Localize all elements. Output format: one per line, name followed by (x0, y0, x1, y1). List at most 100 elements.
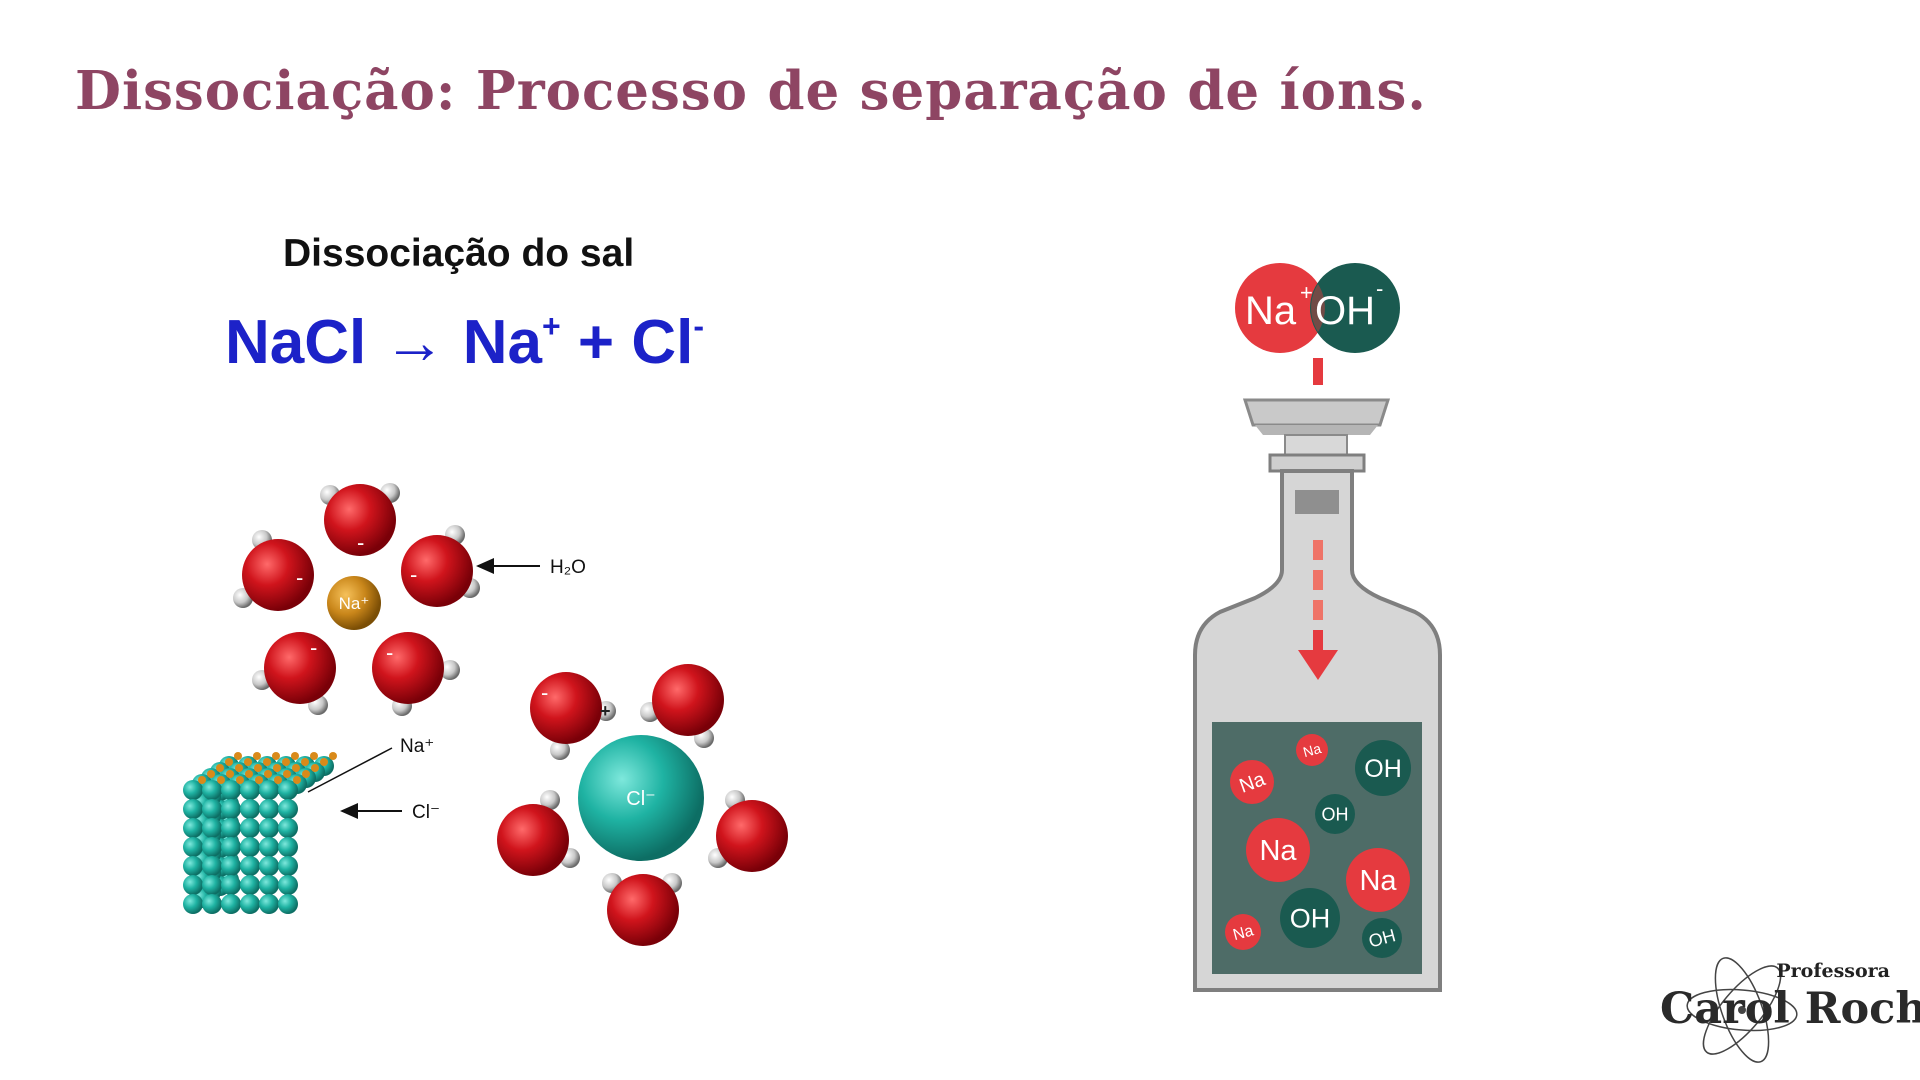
lattice-chloride (202, 856, 222, 876)
lattice-chloride (221, 799, 241, 819)
lattice-chloride (221, 837, 241, 857)
svg-text:+: + (600, 701, 611, 721)
lattice-chloride (240, 780, 260, 800)
lattice-chloride (278, 894, 298, 914)
dissociation-equation: NaCl → Na+ + Cl- (225, 307, 704, 378)
lattice-chloride (278, 856, 298, 876)
lattice-chloride (183, 780, 203, 800)
water-molecule (497, 790, 580, 876)
hydroxide-ion-text: OH (1322, 804, 1349, 824)
lattice-sodium (311, 764, 319, 772)
lattice-chloride (221, 780, 241, 800)
water-label: H₂O (550, 557, 586, 578)
top-na-charge: + (1300, 280, 1313, 305)
lattice-chloride (259, 837, 279, 857)
equation-plus: + (577, 308, 615, 377)
lattice-sodium (225, 758, 233, 766)
svg-text:-: - (541, 680, 548, 705)
lattice-chloride (202, 780, 222, 800)
sodium-ion-bubble (1296, 734, 1328, 766)
hydroxide-ion-text: OH (1290, 904, 1331, 934)
hydroxide-ion-bubble (1315, 794, 1355, 834)
lattice-sodium (255, 776, 263, 784)
chloride-hydration-shell: - + Cl⁻ (497, 664, 788, 946)
lattice-chloride (183, 894, 203, 914)
drop-arrow-shaft (1313, 630, 1323, 652)
sodium-ion-text: Na (1359, 865, 1397, 897)
crystal-na-pointer (307, 747, 393, 793)
water-molecule (602, 873, 682, 946)
water-molecule: - (252, 632, 336, 715)
sodium-ion-text: Na (1259, 835, 1297, 867)
lattice-chloride (240, 856, 260, 876)
lattice-chloride (259, 894, 279, 914)
top-oh-circle (1310, 263, 1400, 353)
lattice-sodium (273, 764, 281, 772)
lattice-chloride (202, 818, 222, 838)
svg-text:-: - (410, 562, 417, 587)
top-oh-label: OH (1315, 289, 1375, 333)
lattice-chloride (278, 780, 298, 800)
equation-reactant: NaCl (225, 308, 367, 377)
equation-arrow: → (383, 308, 446, 377)
slide-title: Dissociação: Processo de separação de ío… (75, 60, 1427, 122)
equation-product-chloride: Cl (631, 308, 694, 377)
lattice-sodium (310, 752, 318, 760)
equation-sodium-charge: + (542, 308, 561, 344)
lattice-sodium (293, 776, 301, 784)
lattice-chloride (221, 875, 241, 895)
lattice-chloride (221, 856, 241, 876)
hydroxide-ion-bubble (1362, 918, 1402, 958)
sodium-hydration-shell: - - - - - Na⁺ (233, 483, 480, 716)
brand-prefix: Professora (1776, 960, 1890, 982)
lattice-sodium (245, 770, 253, 778)
water-molecule: - (401, 525, 480, 607)
lattice-chloride (183, 799, 203, 819)
lattice-chloride (278, 837, 298, 857)
lattice-sodium (263, 758, 271, 766)
lattice-sodium (235, 764, 243, 772)
lattice-chloride (202, 837, 222, 857)
lattice-chloride (259, 856, 279, 876)
lattice-sodium (244, 758, 252, 766)
lattice-sodium (282, 758, 290, 766)
drop-arrow-head (1298, 650, 1338, 680)
sodium-ion-bubble (1230, 760, 1274, 804)
top-overlap (1311, 284, 1325, 332)
sodium-ion-bubble (1225, 914, 1261, 950)
lattice-sodium (207, 770, 215, 778)
lattice-sodium (226, 770, 234, 778)
svg-text:-: - (296, 565, 303, 590)
chloride-ion-label: Cl⁻ (626, 788, 655, 810)
sodium-ion-bubble (1246, 818, 1310, 882)
equation-product-sodium: Na (462, 308, 542, 377)
lattice-sodium (216, 764, 224, 772)
lattice-sodium (198, 776, 206, 784)
chloride-ion (578, 735, 704, 861)
sodium-ion-bubble (1346, 848, 1410, 912)
lattice-sodium (272, 752, 280, 760)
sodium-ion-text: Na (1231, 922, 1255, 944)
lattice-chloride (259, 818, 279, 838)
lattice-chloride (240, 894, 260, 914)
brand-name: Carol Rocha (1660, 984, 1920, 1034)
water-molecule: - (233, 530, 314, 611)
lattice-chloride (259, 780, 279, 800)
lattice-sodium (264, 770, 272, 778)
brand-logo: Professora Carol Rocha (1660, 950, 1920, 1070)
lattice-sodium (254, 764, 262, 772)
svg-text:-: - (310, 635, 317, 660)
lattice-chloride (259, 875, 279, 895)
lattice-sodium (236, 776, 244, 784)
water-molecule: - (372, 632, 460, 716)
lattice-chloride (240, 818, 260, 838)
nacl-crystal (183, 752, 337, 914)
lattice-sodium (301, 758, 309, 766)
bottle-stopper (1242, 398, 1391, 456)
water-molecule: - + (530, 672, 616, 760)
lattice-sodium (253, 752, 261, 760)
top-na-label: Na (1245, 289, 1297, 333)
